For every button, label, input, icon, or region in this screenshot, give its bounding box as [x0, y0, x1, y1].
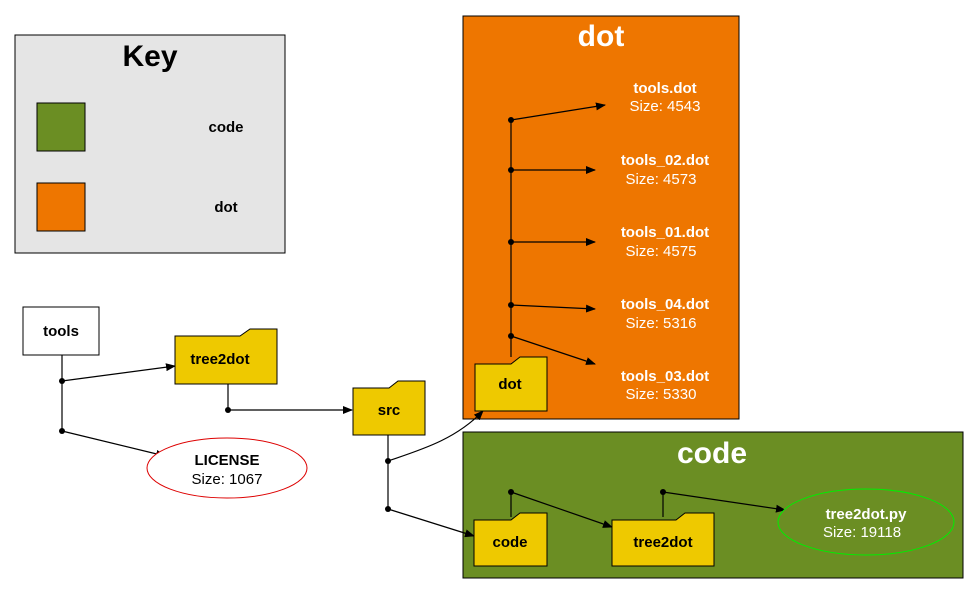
file-tree2dot-py[interactable]: tree2dot.py Size: 19118	[777, 488, 955, 556]
folder-src[interactable]: src	[352, 380, 426, 436]
folder-tree2dot-code-label: tree2dot	[633, 534, 692, 551]
dot-file-name: tools_01.dot	[621, 224, 709, 241]
cluster-dot-title: dot	[578, 20, 625, 53]
dot-file-size: Size: 5316	[626, 315, 697, 332]
legend-swatch-code	[36, 102, 86, 152]
node-tools-label: tools	[43, 323, 79, 340]
dot-file-item[interactable]: tools_03.dot Size: 5330	[621, 368, 709, 403]
file-license-size: Size: 1067	[192, 471, 263, 488]
folder-code[interactable]: code	[473, 512, 548, 567]
file-tree2dot-py-size: Size: 19118	[823, 524, 901, 541]
legend-label-code: code	[208, 119, 243, 136]
dot-file-item[interactable]: tools_04.dot Size: 5316	[621, 296, 709, 332]
dot-file-name: tools_03.dot	[621, 368, 709, 385]
legend: Key code dot	[14, 34, 286, 254]
dot-file-name: tools_02.dot	[621, 152, 709, 169]
edges	[61, 102, 786, 538]
dot-file-name: tools.dot	[633, 80, 696, 97]
legend-swatch-dot	[36, 182, 86, 232]
folder-tree2dot-root[interactable]: tree2dot	[174, 328, 278, 385]
dot-file-item[interactable]: tools_02.dot Size: 4573	[621, 152, 709, 188]
file-license-name: LICENSE	[194, 452, 259, 469]
folder-code-label: code	[492, 534, 527, 551]
file-license[interactable]: LICENSE Size: 1067	[146, 437, 308, 499]
folder-dot-label: dot	[498, 376, 521, 393]
legend-label-dot: dot	[214, 199, 237, 216]
dot-file-item[interactable]: tools.dot Size: 4543	[630, 80, 701, 115]
file-tree2dot-py-name: tree2dot.py	[826, 506, 908, 523]
dot-file-size: Size: 5330	[626, 386, 697, 403]
folder-dot[interactable]: dot	[474, 356, 548, 412]
legend-title: Key	[122, 40, 177, 73]
node-tools[interactable]: tools	[22, 306, 100, 356]
cluster-code-title: code	[677, 437, 747, 470]
dot-file-size: Size: 4575	[626, 243, 697, 260]
dot-file-list: tools.dot Size: 4543 tools_02.dot Size: …	[621, 80, 709, 403]
dot-file-item[interactable]: tools_01.dot Size: 4575	[621, 224, 709, 260]
folder-tree2dot-root-label: tree2dot	[190, 351, 249, 368]
dot-file-name: tools_04.dot	[621, 296, 709, 313]
folder-tree2dot-code[interactable]: tree2dot	[611, 512, 715, 567]
dot-file-size: Size: 4543	[630, 98, 701, 115]
cluster-dot: dot	[462, 15, 740, 420]
dot-file-size: Size: 4573	[626, 171, 697, 188]
folder-src-label: src	[378, 402, 401, 419]
junction-points	[59, 117, 666, 512]
